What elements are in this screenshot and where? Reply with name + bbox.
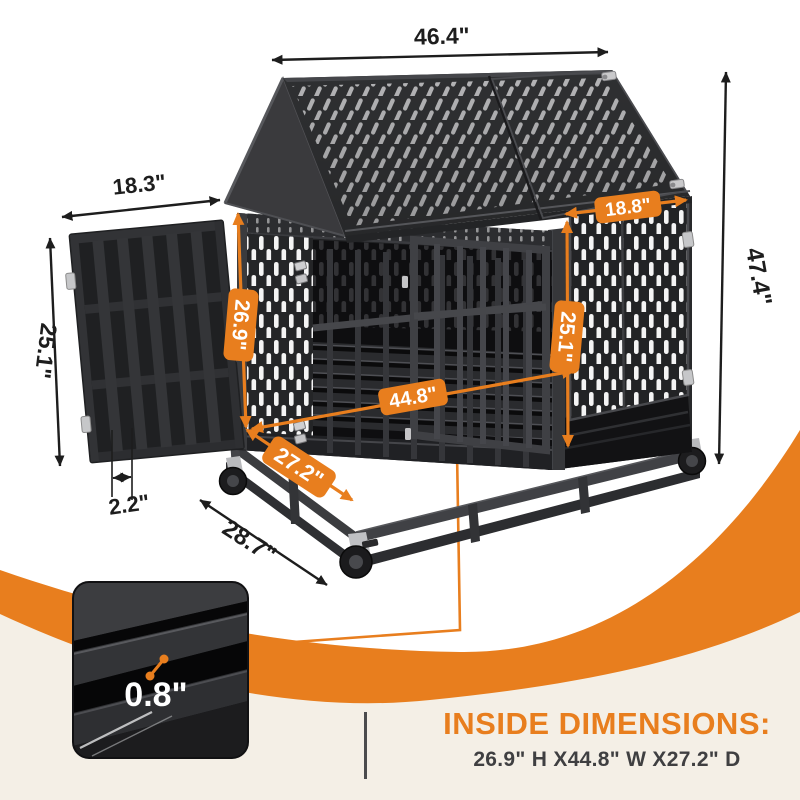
hinge-icon: [405, 428, 411, 440]
floor-detail-view: 0.8": [72, 581, 249, 759]
svg-text:25.1": 25.1": [552, 311, 579, 364]
open-door: [65, 219, 245, 464]
dimension-side-door-height: 25.1": [549, 220, 585, 448]
door-bars: [92, 230, 222, 453]
side-panel: [548, 196, 695, 470]
dimension-overall-width: 46.4": [271, 22, 609, 65]
svg-text:26.9": 26.9": [226, 299, 253, 352]
dimension-front-door-width: 18.3": [61, 169, 221, 221]
caster-wheel-icon: [339, 532, 379, 579]
svg-text:18.3": 18.3": [111, 169, 167, 199]
front-panel: [236, 213, 553, 470]
caster-wheel-icon: [218, 456, 248, 496]
inside-dimensions-values: 26.9" H X44.8" W X27.2" D: [473, 748, 741, 771]
latch-icon: [601, 70, 617, 82]
roof-panel-seam: [487, 75, 543, 221]
latch-icon: [669, 178, 685, 190]
roof: [223, 70, 692, 243]
roof-ridge: [283, 70, 616, 82]
latch-icon: [293, 260, 308, 285]
floor-gap-measure: [145, 654, 169, 681]
crate-illustration: [65, 70, 707, 579]
hinge-icon: [402, 276, 408, 288]
roof-door-outline: [490, 70, 688, 220]
hinge-icon: [80, 415, 92, 434]
hinge-icon: [65, 272, 77, 290]
floor-gap-label: 0.8": [124, 676, 187, 714]
svg-text:46.4": 46.4": [414, 22, 470, 49]
dimension-bar-spacing: 2.2": [107, 428, 151, 520]
svg-text:2.2": 2.2": [107, 489, 151, 519]
dimension-side-door-width: 18.8": [564, 190, 688, 224]
hinge-icon: [681, 231, 695, 386]
dimension-inside-height: 26.9": [223, 212, 259, 429]
dimension-inside-width: 44.8": [250, 367, 575, 433]
inside-dimensions-title: INSIDE DIMENSIONS:: [443, 706, 771, 741]
footer-divider: [364, 712, 367, 779]
